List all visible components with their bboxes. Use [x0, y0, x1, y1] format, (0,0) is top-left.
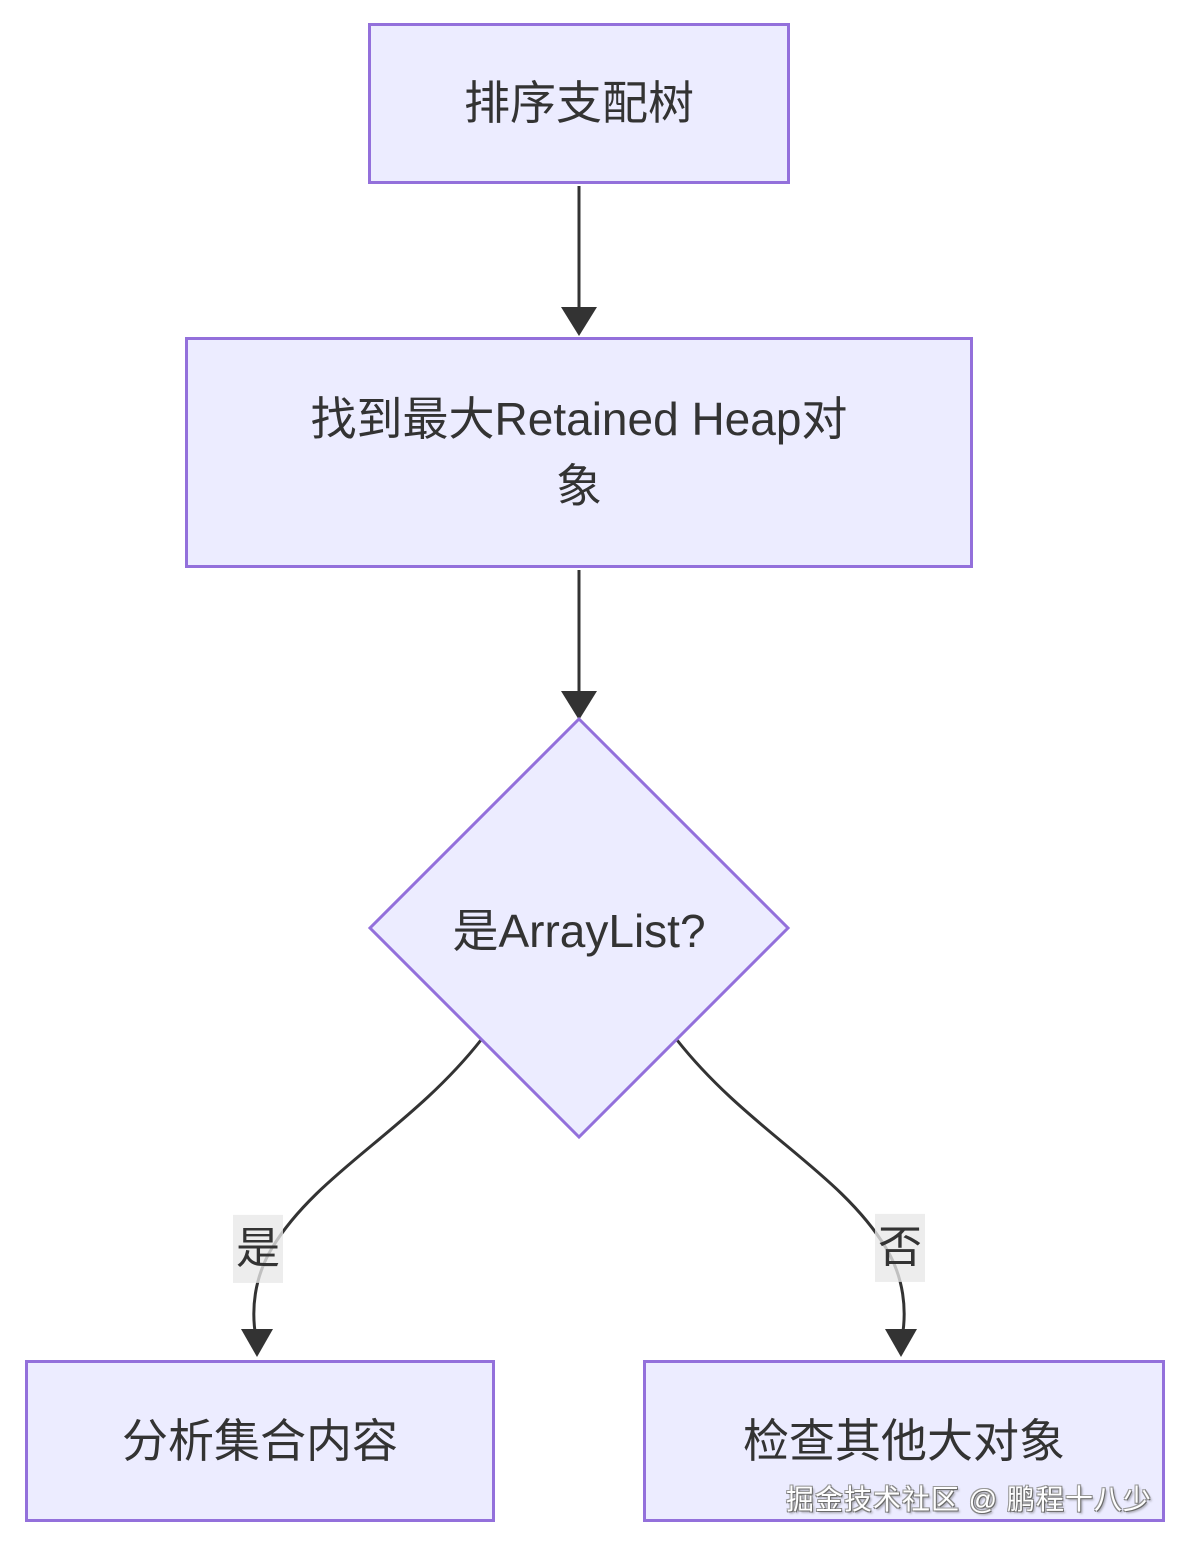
node-find-max-retained-heap: 找到最大Retained Heap对象	[185, 337, 973, 568]
edge-label-no: 否	[875, 1213, 925, 1283]
edge-no-branch	[675, 1039, 906, 1339]
node-label: 是ArrayList?	[452, 905, 706, 957]
edge-yes-branch	[252, 1039, 483, 1339]
decision-diamond-shape	[367, 716, 791, 1140]
node-check-other-objects: 检查其他大对象	[643, 1360, 1165, 1522]
arrowhead-yes-branch	[241, 1329, 273, 1357]
watermark: 掘金技术社区 @ 鹏程十八少	[786, 1484, 1152, 1515]
edge-label-text: 是	[236, 1223, 280, 1273]
arrowhead-no-branch	[885, 1329, 917, 1357]
arrowhead-sort-to-find	[561, 307, 597, 336]
node-label: 分析集合内容	[122, 1414, 398, 1467]
node-label: 排序支配树	[464, 77, 694, 130]
node-label: 找到最大Retained Heap对象	[310, 392, 848, 512]
node-sort-dominator-tree: 排序支配树	[368, 23, 790, 184]
edge-label-text: 否	[878, 1222, 922, 1272]
decision-is-arraylist-label: 是ArrayList?	[379, 858, 779, 998]
edge-label-yes: 是	[233, 1214, 283, 1284]
node-label: 检查其他大对象	[743, 1414, 1065, 1467]
arrowhead-find-to-decision	[561, 691, 597, 720]
node-analyze-collection: 分析集合内容	[25, 1360, 495, 1522]
